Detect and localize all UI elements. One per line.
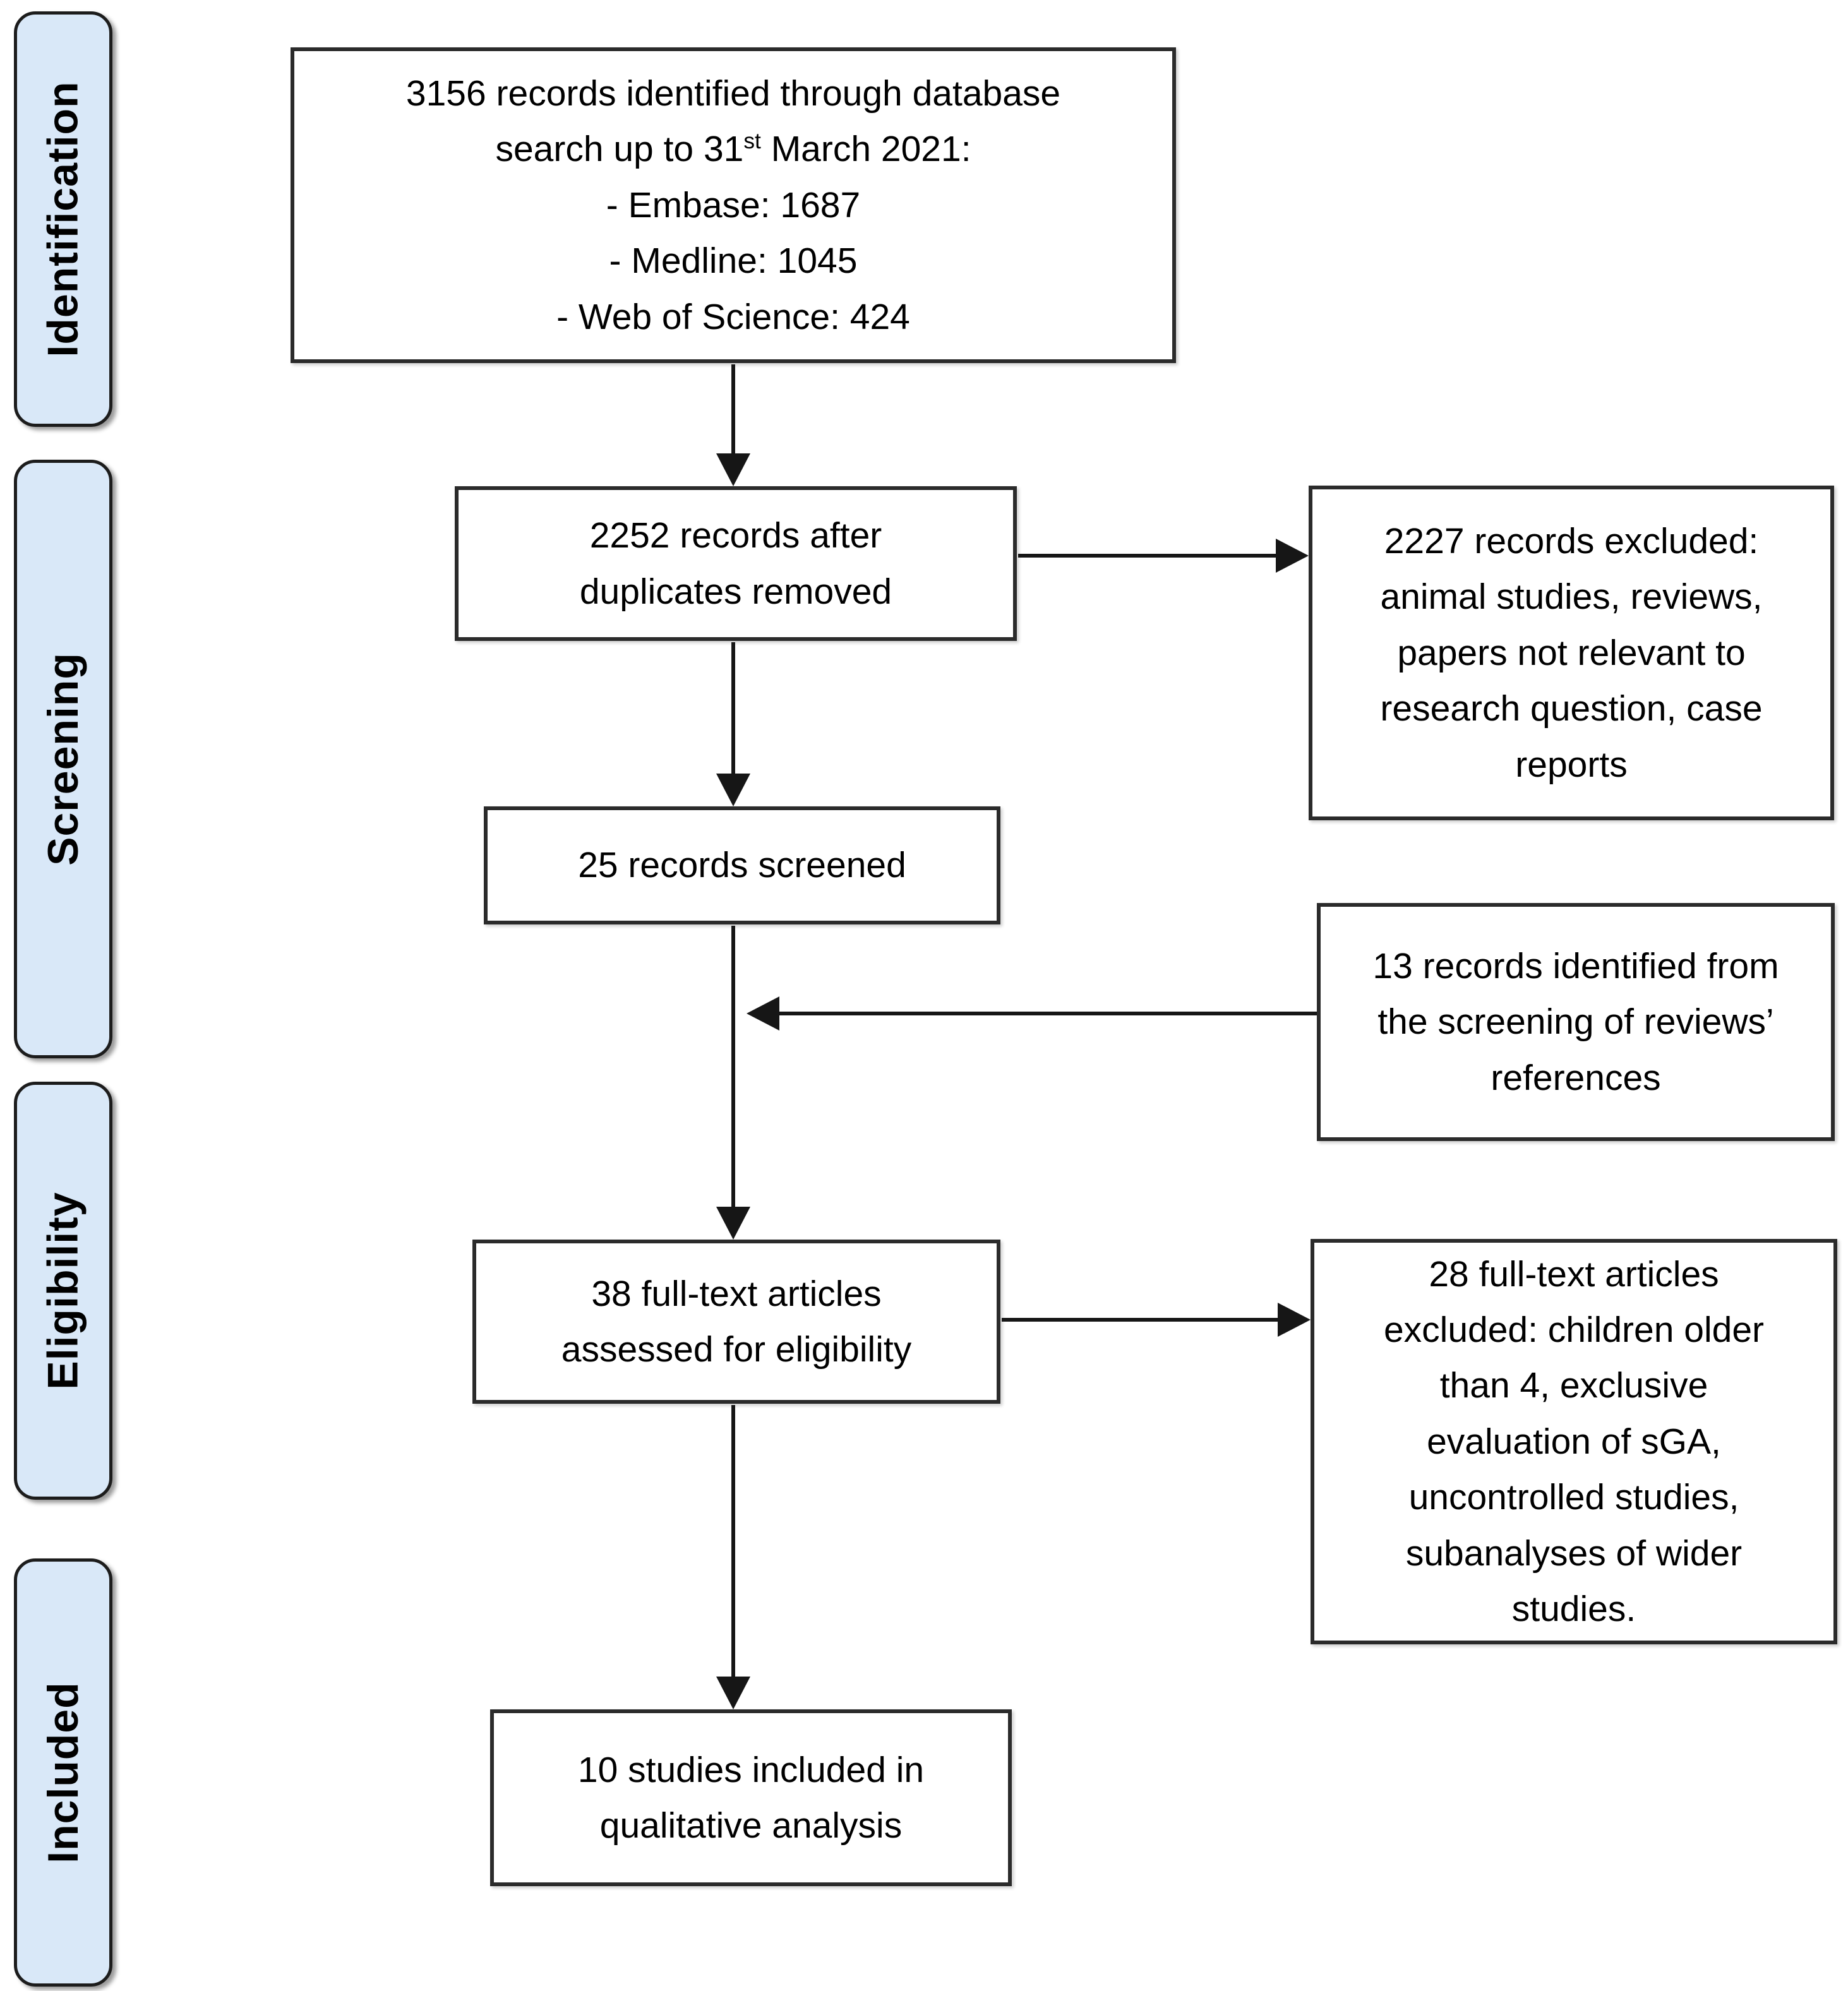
arrow-shaft [1002,1318,1279,1322]
box-reviews-references-line: references [1491,1057,1661,1098]
arrowhead-down-icon [716,774,750,806]
box-records-screened-line: 25 records screened [578,845,906,886]
box-records-identified-source-embase: - Embase: 1687 [606,184,861,225]
box-reviews-references-line: the screening of reviews’ [1377,1001,1774,1043]
stage-included: Included [14,1558,112,1987]
box-fulltext-excluded-line: than 4, exclusive [1439,1365,1708,1406]
arrowhead-down-icon [716,1677,750,1709]
box-records-identified-date-line: search up to 31st March 2021: [495,121,971,177]
stage-eligibility-label: Eligibility [39,1192,87,1390]
box-included-qualitative-line: qualitative analysis [599,1805,903,1846]
box-duplicates-removed-line: duplicates removed [579,571,892,612]
box-duplicates-removed: 2252 records after duplicates removed [455,486,1017,641]
box-fulltext-excluded: 28 full-text articles excluded: children… [1311,1239,1837,1644]
arrowhead-down-icon [716,453,750,486]
box-fulltext-excluded-line: evaluation of sGA, [1427,1421,1721,1462]
box-fulltext-excluded-line: subanalyses of wider [1405,1533,1743,1574]
arrowhead-right-icon [1276,539,1309,573]
date-prefix: search up to 31 [495,129,744,170]
stage-screening-label: Screening [39,652,87,866]
date-suffix: March 2021: [760,129,971,170]
arrow-shaft [1018,554,1277,558]
box-fulltext-assessed-line: 38 full-text articles [591,1273,882,1314]
arrow-shaft [779,1012,1317,1015]
box-records-identified: 3156 records identified through database… [291,47,1176,363]
stage-identification-label: Identification [39,81,88,357]
box-records-identified-source-wos: - Web of Science: 424 [556,296,910,337]
arrow-shaft [731,926,735,1208]
box-reviews-references-line: 13 records identified from [1372,945,1779,986]
box-records-identified-line: 3156 records identified through database [405,73,1061,114]
box-records-excluded-line: research question, case [1380,688,1763,729]
box-records-excluded-line: reports [1515,744,1628,785]
date-ordinal-suffix: st [743,129,761,154]
box-duplicates-removed-line: 2252 records after [589,515,882,556]
box-fulltext-excluded-line: uncontrolled studies, [1408,1477,1739,1518]
box-records-excluded-line: papers not relevant to [1397,632,1746,673]
stage-eligibility: Eligibility [14,1082,112,1500]
arrowhead-right-icon [1278,1303,1311,1337]
box-records-excluded: 2227 records excluded: animal studies, r… [1309,486,1834,820]
box-records-identified-source-medline: - Medline: 1045 [609,241,858,282]
box-fulltext-excluded-line: excluded: children older [1383,1310,1765,1351]
arrow-shaft [731,642,735,775]
stage-screening: Screening [14,460,112,1058]
arrowhead-left-icon [747,996,779,1031]
box-fulltext-assessed-line: assessed for eligibility [561,1329,912,1370]
stage-included-label: Included [39,1682,88,1863]
box-records-excluded-line: 2227 records excluded: [1384,521,1759,562]
arrowhead-down-icon [716,1207,750,1240]
arrow-shaft [731,1405,735,1678]
stage-identification: Identification [14,11,112,427]
box-fulltext-excluded-line: 28 full-text articles [1429,1253,1719,1294]
box-fulltext-excluded-line: studies. [1511,1588,1636,1629]
box-reviews-references: 13 records identified from the screening… [1317,903,1835,1141]
box-included-qualitative-line: 10 studies included in [577,1749,925,1790]
box-included-qualitative: 10 studies included in qualitative analy… [490,1709,1012,1886]
box-fulltext-assessed: 38 full-text articles assessed for eligi… [472,1240,1000,1404]
arrow-shaft [731,364,735,455]
box-records-excluded-line: animal studies, reviews, [1380,577,1763,618]
box-records-screened: 25 records screened [484,806,1000,924]
